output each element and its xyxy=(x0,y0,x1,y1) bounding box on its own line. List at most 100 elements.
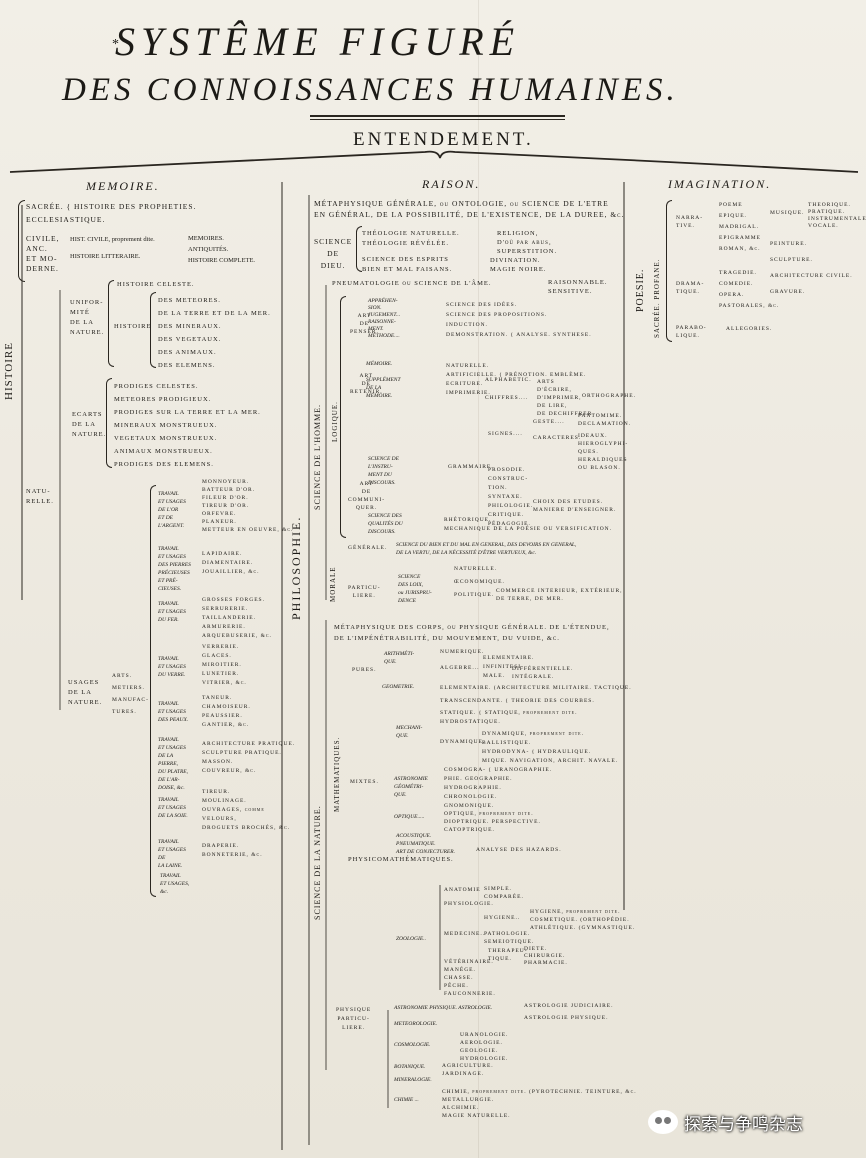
dramatique-items: TRAGEDIE. COMEDIE. OPERA. PASTORALES, &c… xyxy=(719,270,780,309)
wechat-icon xyxy=(648,1110,678,1134)
meteorologie: METEOROLOGIE. xyxy=(394,1021,438,1027)
title-rule-top xyxy=(310,115,565,117)
civile-label: CIVILE, ANC. ET MO- DERNE. xyxy=(26,234,60,273)
paper-fold-line xyxy=(478,0,479,1158)
art-de-penser: ART DE PENSER. xyxy=(350,313,379,335)
histoire-label-2: HISTOIRE xyxy=(114,323,152,330)
philosophie-label: PHILOSOPHIE. xyxy=(289,515,303,620)
astrologie-items: ASTROLOGIE JUDICIAIRE. ASTROLOGIE PHYSIQ… xyxy=(524,1003,614,1021)
poesie-label: POESIE. xyxy=(635,268,646,312)
dynamique: DYNAMIQUE. xyxy=(440,739,486,745)
analyse-hazards: ANALYSE DES HAZARDS. xyxy=(476,847,562,853)
naturelle-label: NATU- RELLE. xyxy=(26,488,54,505)
travail-platre-items: ARCHITECTURE PRATIQUE. SCULPTURE PRATIQU… xyxy=(202,741,296,774)
science-de-dieu: SCIENCE DE DIEU. xyxy=(314,237,353,270)
geometrie-items: ELEMENTAIRE. (ARCHITECTURE MILITAIRE. TA… xyxy=(440,685,632,704)
hist-litteraire: HISTOIRE LITTERAIRE. xyxy=(70,253,141,260)
medecine: MEDECINE.. xyxy=(444,931,486,937)
metaphysique-generale: MÉTAPHYSIQUE GÉNÉRALE, ou ONTOLOGIE, ou … xyxy=(314,199,625,219)
raisonnable: RAISONNABLE. SENSITIVE. xyxy=(548,279,608,295)
watermark-text: 探索与争鸣杂志 xyxy=(684,1114,803,1135)
chimie: CHIMIE ... xyxy=(394,1097,419,1103)
commerce: COMMERCE INTERIEUR, EXTÉRIEUR, DE TERRE,… xyxy=(496,588,623,602)
astronomie-physique: ASTRONOMIE PHYSIQUE. ASTROLOGIE. xyxy=(394,1005,493,1011)
grammaire-items: SIGNES.... PROSODIE. CONSTRUC- TION. SYN… xyxy=(488,431,534,527)
histoire-celeste: HISTOIRE CELESTE. xyxy=(117,281,195,288)
sacree-profane-label: SACRÉE. PROFANE. xyxy=(653,258,661,338)
science-bien: SCIENCE DU BIEN ET DU MAL EN GENERAL, DE… xyxy=(396,542,577,556)
brace xyxy=(108,280,114,367)
ideogr: IDEAUX. HIEROGLYPHI- QUES. HERALDIQUES O… xyxy=(578,433,629,471)
hist-civile: HIST. CIVILE, proprement dite. xyxy=(70,236,155,243)
travail-pierres: TRAVAIL ET USAGES DES PIERRES PRÉCIEUSES… xyxy=(158,546,191,592)
acoustique: ACOUSTIQUE. PNEUMATIQUE. ART DE CONJECTU… xyxy=(396,833,456,855)
musique-items: THEORIQUE. PRATIQUE. INSTRUMENTALE. VOCA… xyxy=(808,202,866,229)
retenir-sub: NATURELLE. ARTIFICIELLE. { PRÉNOTION. EM… xyxy=(446,363,587,396)
arts-ecrire: ARTS D'ÉCRIRE, D'IMPRIMER, DE LIRE, DE D… xyxy=(537,379,595,417)
travail-laine-items: DRAPERIE. BONNETERIE, &c. xyxy=(202,843,263,858)
dynamique-items: DYNAMIQUE, proprement dite. BALLISTIQUE.… xyxy=(482,731,619,764)
travail-laine: TRAVAIL ET USAGES DE LA LAINE. xyxy=(158,839,186,869)
science-nature-label: SCIENCE DE LA NATURE. xyxy=(313,805,322,920)
ecclesiastique-label: ECCLESIASTIQUE. xyxy=(26,215,106,224)
morale-label: MORALE xyxy=(329,566,337,602)
geste-items: GESTE.... CARACTERES. xyxy=(533,419,582,441)
raison-heading: RAISON. xyxy=(422,177,481,191)
geometrie: GEOMETRIE. xyxy=(382,684,415,690)
arts-metiers: ARTS. METIERS. MANUFAC- TURES. xyxy=(112,673,149,715)
botanique-items: AGRICULTURE. JARDINAGE. xyxy=(442,1063,494,1077)
science-qualites: SCIENCE DES QUALITÉS DU DISCOURS. xyxy=(368,513,403,535)
therapeutique-items: DIETE. CHIRURGIE. PHARMACIE. xyxy=(524,946,568,966)
travail-fer-items: GROSSES FORGES. SERRURERIE. TAILLANDERIE… xyxy=(202,597,272,639)
uniformite-items: DES METEORES. DE LA TERRE ET DE LA MER. … xyxy=(158,297,271,369)
botanique: BOTANIQUE. xyxy=(394,1064,426,1070)
narrative-items: POEME EPIQUE. MADRIGAL. EPIGRAMME ROMAN,… xyxy=(719,202,762,252)
science-des-esprits: SCIENCE DES ESPRITS BIEN ET MAL FAISANS. xyxy=(362,256,453,273)
penser-sub: SCIENCE DES IDÉES. SCIENCE DES PROPOSITI… xyxy=(446,302,592,338)
histoire-label: HISTOIRE xyxy=(3,342,15,400)
elementaire: ELEMENTAIRE. INFINITESI- MALE. xyxy=(483,655,535,679)
pantomime: PANTOMIME. DECLAMATION. xyxy=(578,413,632,427)
travail-peaux: TRAVAIL ET USAGES DES PEAUX. xyxy=(158,701,189,723)
travail-pierre-platre: TRAVAIL ET USAGES DE LA PIERRE, DU PLATR… xyxy=(158,737,189,791)
pneumatologie: PNEUMATOLOGIE ou SCIENCE DE L'ÂME. xyxy=(332,280,492,287)
musique: MUSIQUE. xyxy=(770,210,805,216)
brace xyxy=(150,292,156,368)
brace xyxy=(150,485,156,897)
ecarts-label: ECARTS DE LA NATURE. xyxy=(72,411,107,438)
science-homme-label: SCIENCE DE L'HOMME. xyxy=(313,404,322,510)
penser-items: APPRÉHEN- SION. JUGEMENT... RAISONNE- ME… xyxy=(368,298,401,339)
mathematiques-label: MATHEMATIQUES. xyxy=(333,736,341,812)
hygiene-items: HYGIENE, proprement dite. COSMETIQUE. (O… xyxy=(530,909,636,931)
physicomathematiques: PHYSICOMATHÉMATIQUES. xyxy=(348,856,454,863)
entendement-heading: ENTENDEMENT. xyxy=(353,129,534,150)
medecine-items: PATHOLOGIE. SEMEIOTIQUE. xyxy=(484,931,535,945)
art-de-retenir: ART DE RETENIR. xyxy=(350,373,383,395)
mineralogie: MINERALOGIE. xyxy=(394,1077,432,1083)
chimie-items: CHIMIE, proprement dite. (PYROTECHNIE. T… xyxy=(442,1089,637,1119)
astronomie-geom: ASTRONOMIE GÉOMÉTRI- QUE. xyxy=(394,776,428,798)
art-de-communiquer: ART DE COMMUNI- QUER. xyxy=(348,481,386,511)
logique-label: LOGIQUE. xyxy=(331,401,339,442)
generale: GÉNÉRALE. xyxy=(348,545,388,551)
divination: DIVINATION. MAGIE NOIRE. xyxy=(490,257,547,273)
particuliere: PARTICU- LIERE. xyxy=(348,585,381,599)
narrative: NARRA- TIVE. xyxy=(676,215,704,229)
physiologie: PHYSIOLOGIE. xyxy=(444,901,494,907)
civile-items: MEMOIRES. ANTIQUITÉS. HISTOIRE COMPLETE. xyxy=(188,235,256,264)
retenir-items: MÉMOIRE. SUPPLÉMENT DE LA MÉMOIRE. xyxy=(366,361,401,399)
theologie: THÉOLOGIE NATURELLE. THÉOLOGIE RÉVÉLÉE. xyxy=(362,230,460,247)
memoire-heading: MEMOIRE. xyxy=(86,179,160,193)
rhetorique: RHÉTORIQUE. MECHANIQUE DE LA POÉSIE OU V… xyxy=(444,517,613,532)
astro-items: COSMOGRA- { URANOGRAPHIE. PHIE. GEOGRAPH… xyxy=(444,767,553,809)
brace xyxy=(356,226,362,272)
main-title: SYSTÊME FIGURÉ xyxy=(115,19,521,64)
title-rule-bottom xyxy=(310,119,565,120)
asterisk-mark: * xyxy=(112,37,119,52)
mechanique: MECHANI- QUE. xyxy=(396,725,423,739)
anatomie: ANATOMIE xyxy=(444,887,481,893)
cosmologie-items: URANOLOGIE. AEROLOGIE. GEOLOGIE. HYDROLO… xyxy=(460,1032,509,1062)
usages-label: USAGES DE LA NATURE. xyxy=(68,679,103,706)
loix-items: NATURELLE. ŒCONOMIQUE. POLITIQUE. xyxy=(454,566,505,598)
